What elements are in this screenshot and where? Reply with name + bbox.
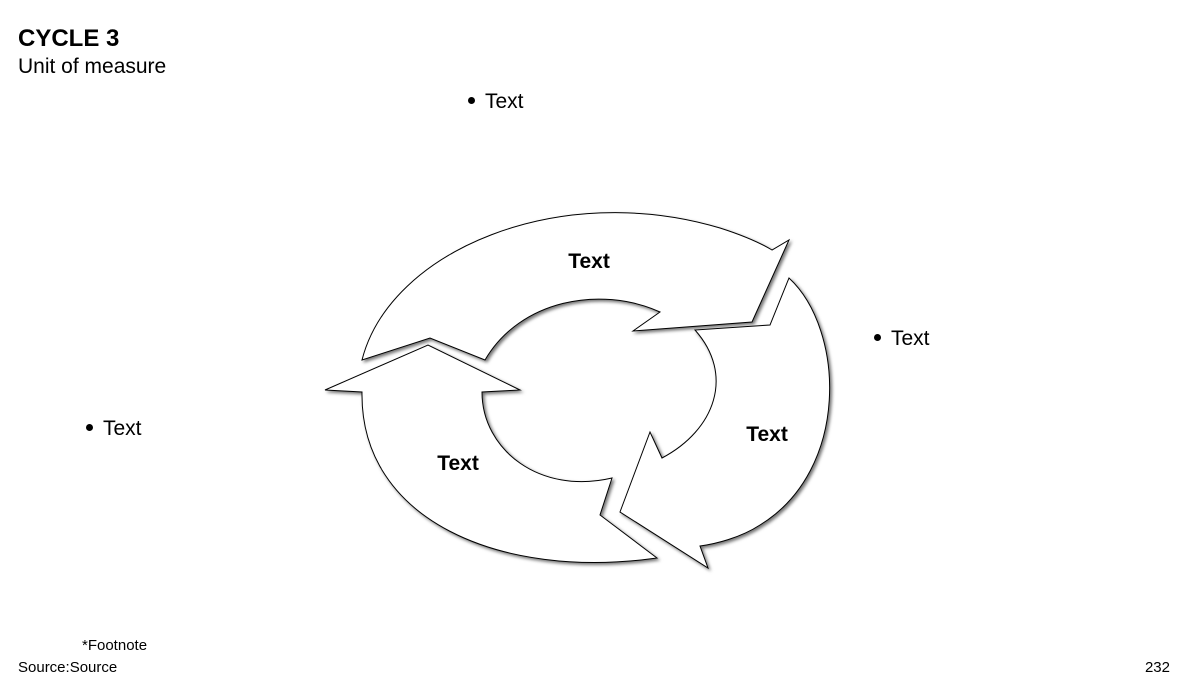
bullet-top-text: Text	[485, 90, 524, 113]
bullet-left: Text	[86, 416, 142, 442]
page-number: 232	[1144, 659, 1170, 676]
footnote: *Footnote	[82, 637, 148, 654]
bullet-dot-icon	[86, 423, 93, 431]
cycle-segment-label-right: Text	[746, 423, 788, 446]
cycle-segment-label-top: Text	[568, 250, 610, 273]
bullet-right: Text	[874, 326, 930, 352]
bullet-dot-icon	[468, 96, 475, 104]
slide-title: CYCLE 3	[18, 25, 120, 52]
bullet-left-text: Text	[103, 417, 142, 440]
cycle-segment-label-left: Text	[437, 452, 479, 475]
bullet-top: Text	[468, 89, 524, 115]
slide-subtitle: Unit of measure	[18, 55, 167, 78]
cycle-arrow-top	[361, 212, 791, 361]
cycle-arrow-right	[619, 277, 831, 570]
bullet-right-text: Text	[891, 327, 930, 350]
source-note: Source:Source	[18, 659, 118, 676]
cycle-arrow-left	[324, 344, 659, 563]
bullet-dot-icon	[874, 333, 881, 341]
